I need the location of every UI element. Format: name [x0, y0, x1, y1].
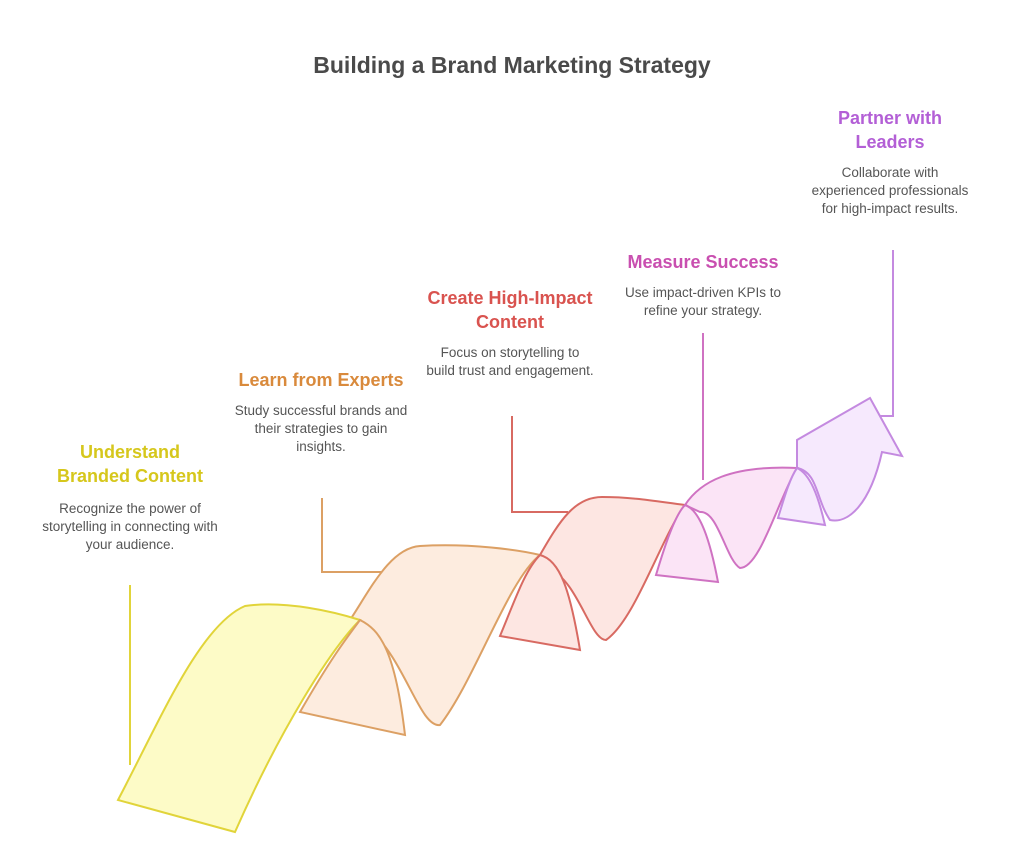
- step-measure-success: Measure Success Use impact-driven KPIs t…: [612, 250, 794, 320]
- connector-line-3: [511, 416, 568, 513]
- connector-line-2: [321, 498, 385, 573]
- step-partner-with-leaders: Partner with Leaders Collaborate with ex…: [810, 106, 970, 218]
- ribbon-tab-5: [776, 466, 827, 527]
- step-create-high-impact-content: Create High-Impact Content Focus on stor…: [425, 286, 595, 380]
- step-description: Use impact-driven KPIs to refine your st…: [624, 285, 782, 318]
- diagram-title: Building a Brand Marketing Strategy: [313, 52, 711, 78]
- ribbon-step-2: [348, 544, 543, 726]
- connector-line-5: [875, 250, 894, 417]
- ribbon-tab-4: [654, 503, 720, 584]
- step-title: Partner with Leaders: [837, 108, 943, 152]
- step-description: Focus on storytelling to build trust and…: [426, 345, 594, 378]
- ribbon-step-1: [116, 603, 362, 834]
- step-title: Measure Success: [627, 252, 779, 272]
- ribbon-step-4: [683, 466, 799, 570]
- ribbon-step-5: [796, 396, 904, 522]
- step-understand-branded-content: Understand Branded Content Recognize the…: [42, 440, 218, 554]
- step-title: Create High-Impact Content: [427, 288, 593, 332]
- step-description: Collaborate with experienced professiona…: [811, 165, 969, 216]
- step-title: Understand Branded Content: [57, 442, 203, 486]
- step-learn-from-experts: Learn from Experts Study successful bran…: [232, 368, 410, 456]
- step-description: Recognize the power of storytelling in c…: [42, 501, 218, 552]
- step-description: Study successful brands and their strate…: [234, 403, 408, 454]
- step-title: Learn from Experts: [238, 370, 404, 390]
- ribbon-tab-3: [498, 553, 582, 652]
- ribbon-tab-2: [298, 618, 407, 737]
